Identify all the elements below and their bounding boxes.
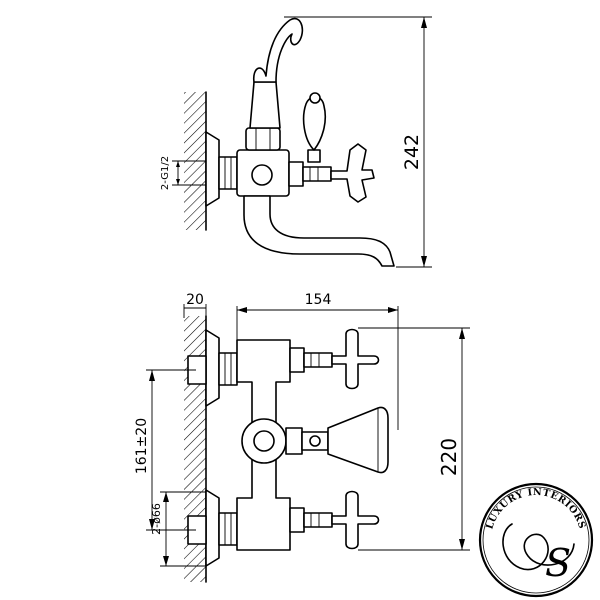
logo-monogram: S (545, 541, 571, 585)
wall-flange-side (205, 131, 220, 207)
dim-154-label: 154 (305, 292, 332, 308)
dim-thread (172, 160, 206, 186)
dim-20 (183, 304, 207, 318)
logo-monogram-swirl (502, 523, 575, 571)
dim-242-label: 242 (401, 134, 423, 170)
shower-holder-side (245, 17, 304, 151)
cross-handle-front-bottom (331, 490, 380, 550)
lever-handle-side (302, 92, 327, 163)
dim-66-label: 2-ø66 (150, 503, 163, 535)
dim-161 (146, 369, 196, 531)
dim-220 (358, 327, 470, 551)
eccentric-connector-side (218, 156, 238, 190)
bottom-connection-front (187, 489, 238, 567)
front-view: 20 154 (134, 292, 470, 583)
spout-front (241, 406, 389, 474)
dim-220-label: 220 (437, 438, 461, 476)
spout-side (243, 195, 395, 267)
dim-66 (160, 491, 206, 567)
dim-20-label: 20 (186, 292, 204, 308)
diverter-knob-side (251, 164, 273, 186)
dim-154 (236, 306, 399, 430)
dim-thread-label: 2-G1/2 (160, 156, 171, 190)
luxury-interiors-logo: LUXURY INTERIORS S (478, 482, 594, 598)
dim-161-label: 161±20 (134, 418, 150, 474)
side-view: 242 2-G1/2 (160, 16, 432, 268)
dim-242 (284, 16, 432, 268)
cross-handle-front-top (331, 328, 380, 390)
cross-handle-side (330, 143, 375, 203)
